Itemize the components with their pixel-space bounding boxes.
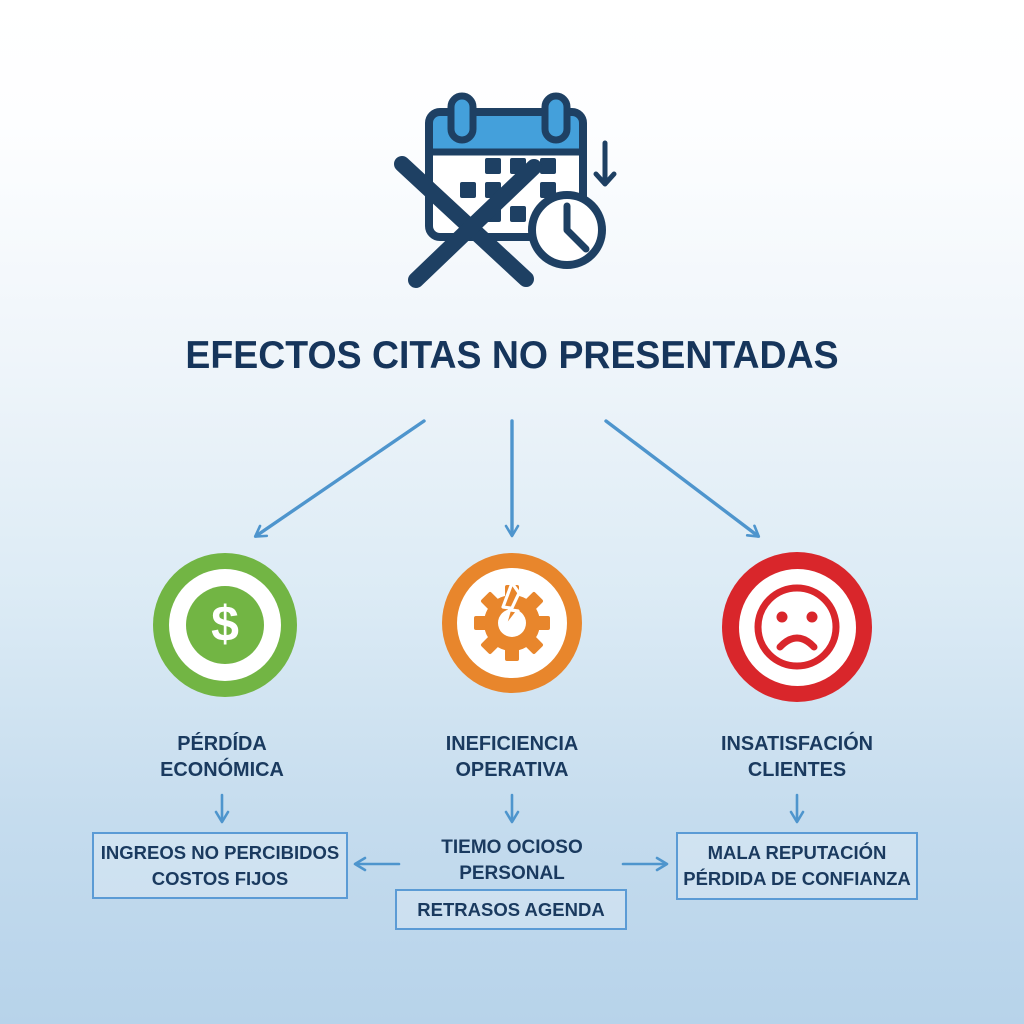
detail-line: PERSONAL [459,863,565,884]
box-retrasos-agenda: RETRASOS AGENDA [395,889,627,930]
dollar-sign-icon: $ [186,586,264,664]
detail-line: MALA REPUTACIÓN [707,842,887,863]
detail-line: TIEMO OCIOSO [441,837,583,858]
operational-inefficiency-icon [442,553,582,693]
box-perdida-economica-details: INGREOS NO PERCIBIDOS COSTOS FIJOS [92,832,348,899]
label-line: PÉRDÍDA [177,732,267,755]
customer-dissatisfaction-icon [722,552,872,702]
crack-bolt [501,581,521,631]
label-line: INEFICIENCIA [445,732,579,755]
arrow-title-to-right [604,419,761,538]
label-line: OPERATIVA [455,758,569,781]
clock-icon [528,191,606,269]
detail-line: RETRASOS AGENDA [417,898,605,920]
detail-line: PÉRDIDA DE CONFIANZA [683,868,911,889]
cancelled-appointment-calendar-icon [390,88,625,298]
dollar-glyph: $ [211,596,239,652]
calendar-outline [425,108,587,241]
label-perdida-economica: PÉRDÍDA ECONÓMICA [96,731,348,783]
text-ineficiencia-details: TIEMO OCIOSO PERSONAL [392,835,632,887]
label-line: INSATISFACIÓN [720,732,874,755]
calendar-binder-rings [447,92,571,144]
sad-face-icon [754,584,840,670]
detail-line: INGREOS NO PERCIBIDOS [100,841,340,863]
cross-out-x-icon [394,156,542,288]
label-insatisfaccion-clientes: INSATISFACIÓN CLIENTES [671,731,923,783]
box-insatisfaccion-details: MALA REPUTACIÓN PÉRDIDA DE CONFIANZA [676,832,918,900]
label-ineficiencia-operativa: INEFICIENCIA OPERATIVA [386,731,638,783]
page-title: EFECTOS CITAS NO PRESENTADAS [185,334,839,377]
label-line: ECONÓMICA [160,758,284,781]
economic-loss-icon: $ [153,553,297,697]
detail-line: COSTOS FIJOS [151,867,289,889]
label-line: CLIENTES [747,758,847,781]
broken-gear-icon [474,581,550,661]
arrow-title-to-left [253,419,426,538]
down-arrow-icon [593,140,617,187]
